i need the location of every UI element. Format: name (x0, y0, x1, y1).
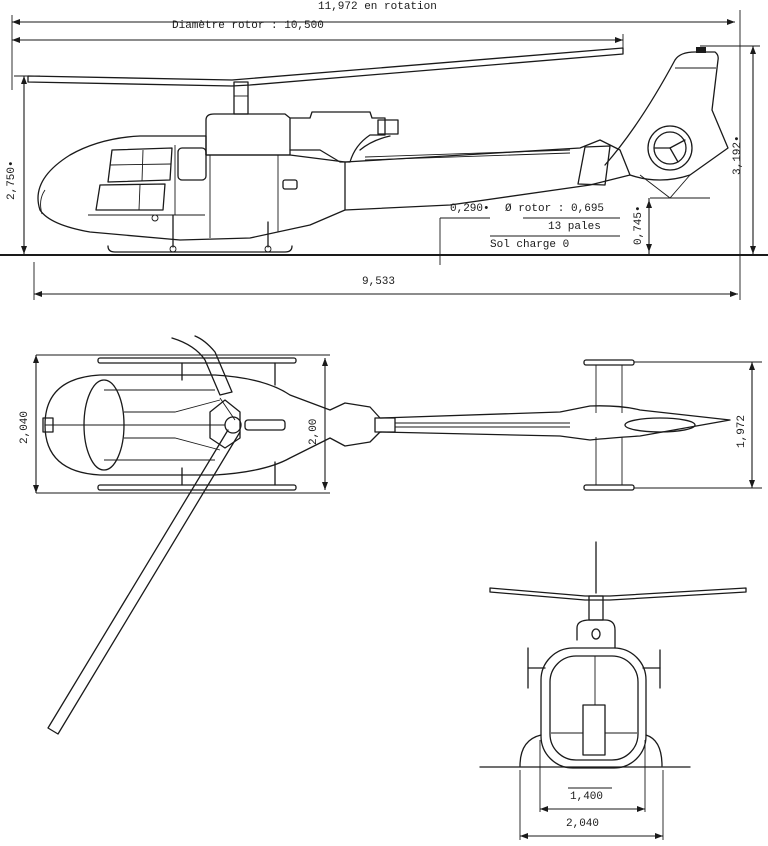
front-view (479, 541, 747, 840)
overall-length-rotating-label: 11,972 en rotation (318, 1, 437, 13)
skid-track-inner-label: 1,400 (570, 791, 604, 803)
tail-rotor-blades-label: 13 pales (548, 221, 601, 233)
skid-span-label: 2,040 (19, 410, 31, 444)
cabin-width-label: 2,00 (308, 418, 320, 445)
rotor-height-label: 2,750• (6, 160, 18, 200)
top-view (33, 335, 762, 735)
rotor-diameter-label: Diamètre rotor : 10,500 (172, 20, 324, 32)
skid-track-outer-label: 2,040 (566, 818, 600, 830)
tail-height-label: 3,192• (732, 135, 744, 175)
tail-rotor-diameter-label: Ø rotor : 0,695 (505, 203, 605, 215)
fenestron-offset-label: 0,290• (450, 203, 490, 215)
side-view (0, 10, 768, 300)
stabilizer-span-label: 1,972 (736, 414, 748, 448)
fuselage-length-label: 9,533 (362, 276, 396, 288)
tail-clearance-label: 0,745• (633, 205, 645, 245)
ground-label: Sol charge 0 (490, 239, 570, 251)
